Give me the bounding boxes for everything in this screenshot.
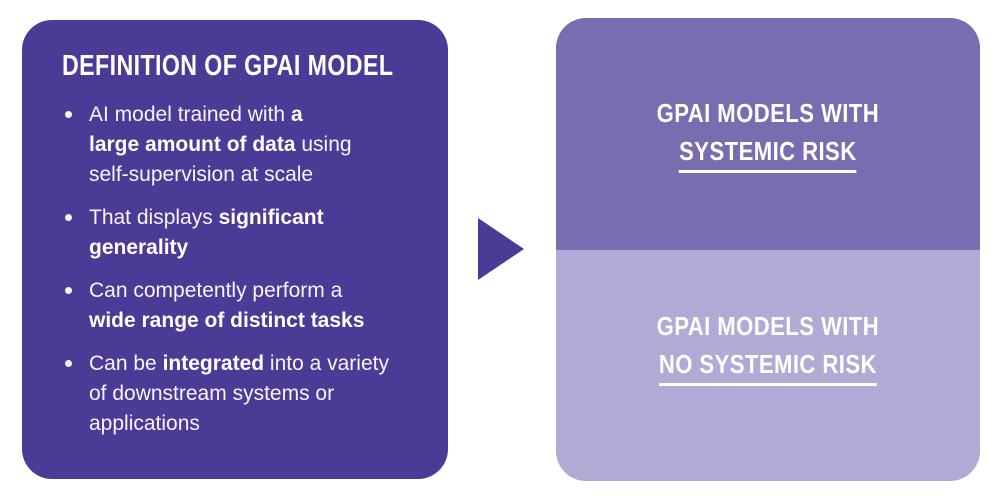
panel-title-line1: GPAI MODELS WITH <box>656 310 880 341</box>
bullet-dot-icon <box>65 360 72 367</box>
no-systemic-risk-panel: GPAI MODELS WITH NO SYSTEMIC RISK <box>556 249 980 481</box>
bullet-dot-icon <box>65 287 72 294</box>
panel-title-line2-underlined: NO SYSTEMIC RISK <box>658 349 877 386</box>
systemic-risk-panel-title: GPAI MODELS WITH SYSTEMIC RISK <box>656 94 880 174</box>
panel-title-line2-underlined: SYSTEMIC RISK <box>679 136 857 174</box>
definition-title: DEFINITION OF GPAI MODEL <box>62 50 394 82</box>
no-systemic-risk-panel-title: GPAI MODELS WITH NO SYSTEMIC RISK <box>657 307 879 386</box>
arrow-right-icon <box>478 218 524 280</box>
bullet-dot-icon <box>65 111 72 118</box>
gpai-classification-card: GPAI MODELS WITH SYSTEMIC RISK GPAI MODE… <box>556 18 980 481</box>
systemic-risk-panel: GPAI MODELS WITH SYSTEMIC RISK <box>556 18 980 250</box>
bullet-text: That displays significant generality <box>89 206 324 259</box>
definition-card: DEFINITION OF GPAI MODEL AI model traine… <box>22 20 448 479</box>
definition-bullet: That displays significant generality <box>62 203 424 263</box>
bullet-dot-icon <box>65 214 72 221</box>
panel-title-line1: GPAI MODELS WITH <box>656 98 880 129</box>
